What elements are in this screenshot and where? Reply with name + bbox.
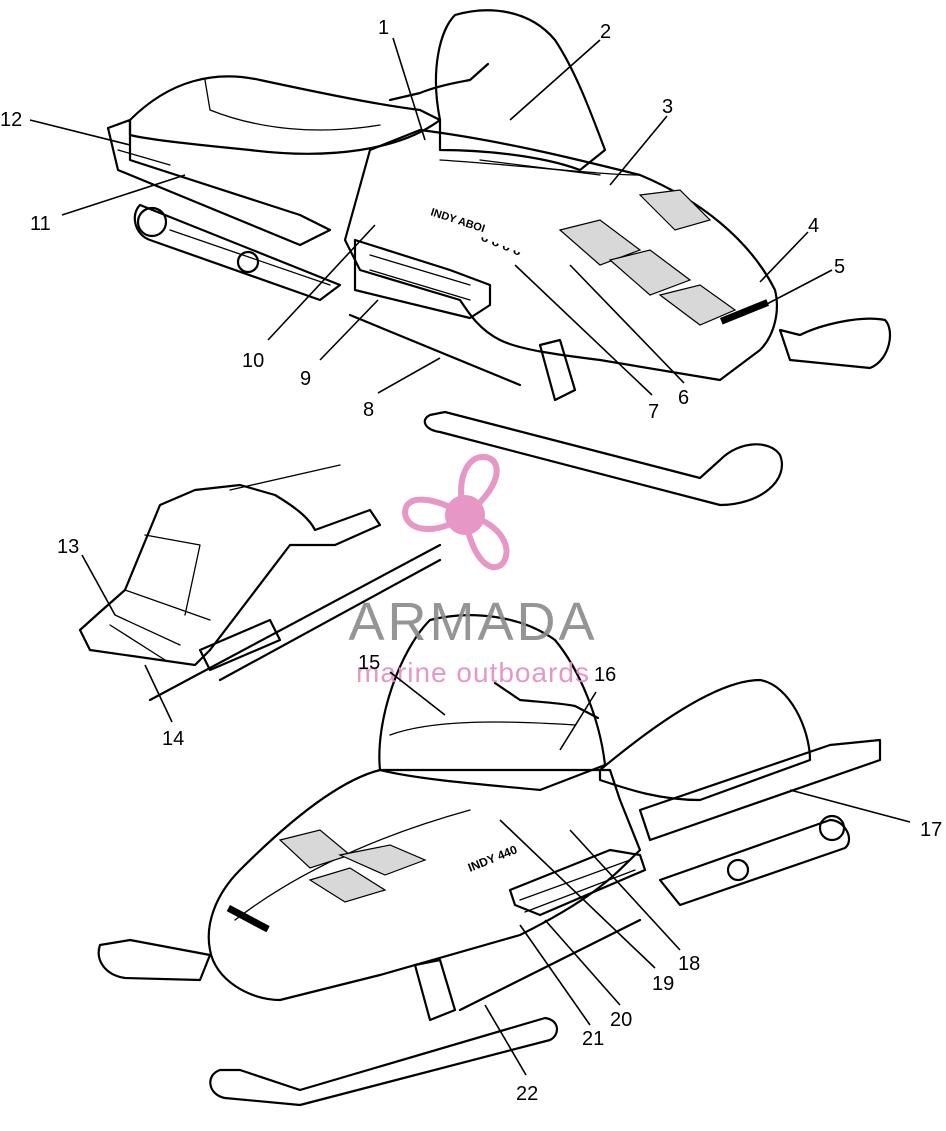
svg-text:ᴗ ᴗ ᴗ ᴗ: ᴗ ᴗ ᴗ ᴗ [479,229,524,259]
callout-4: 4 [808,215,819,237]
callout-15: 15 [358,652,380,674]
callout-13: 13 [57,536,79,558]
rear-cowl-illustration [78,464,442,702]
callout-12: 12 [0,109,22,131]
callout-20: 20 [610,1009,632,1031]
callout-18: 18 [678,953,700,975]
svg-text:INDY ABOI: INDY ABOI [429,206,486,235]
callout-21: 21 [582,1028,604,1050]
callout-2: 2 [600,21,611,43]
leader-lines [29,37,911,1076]
snowmobile-illustration-bottom: INDY 440 [97,614,882,1107]
callout-7: 7 [648,401,659,423]
watermark-tagline: marine outboards [356,657,590,688]
callout-1: 1 [378,17,389,39]
callout-16: 16 [594,664,616,686]
callout-6: 6 [678,387,689,409]
callout-10: 10 [242,350,264,372]
armada-watermark: ARMADA marine outboards [348,453,597,688]
callout-11: 11 [30,213,51,235]
callout-22: 22 [516,1083,538,1105]
callout-14: 14 [162,728,184,750]
callout-9: 9 [300,368,311,390]
callout-3: 3 [662,96,673,118]
callout-8: 8 [363,399,374,421]
callout-numbers: 1 2 3 4 5 6 7 8 9 10 11 12 13 14 15 16 1… [0,17,942,1105]
callout-17: 17 [920,819,942,841]
callout-5: 5 [834,256,845,278]
svg-text:INDY 440: INDY 440 [466,842,520,875]
callout-19: 19 [652,973,674,995]
snowmobile-illustration-top: INDY ABOI ᴗ ᴗ ᴗ ᴗ [106,9,892,507]
propeller-logo-icon [401,453,510,571]
watermark-brand: ARMADA [348,592,597,652]
